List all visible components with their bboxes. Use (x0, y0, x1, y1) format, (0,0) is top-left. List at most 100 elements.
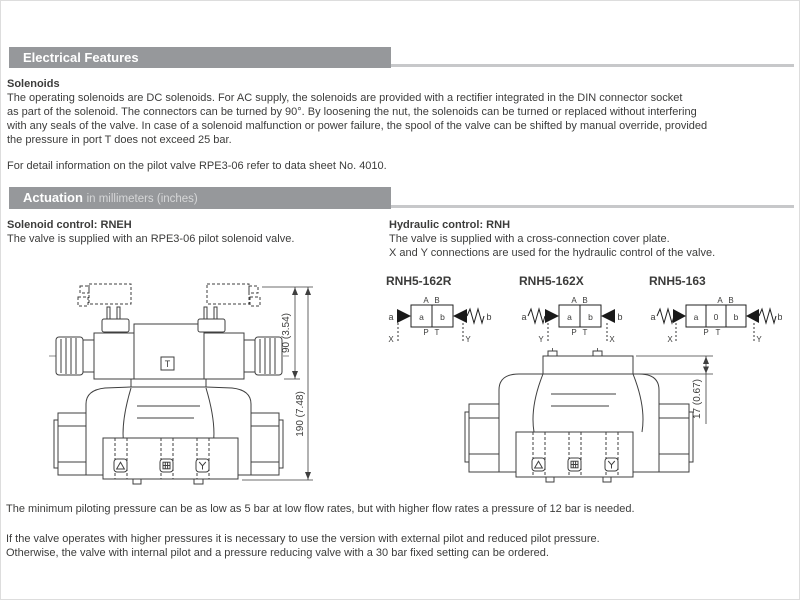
valve-schematic-rnh5-163: a a 0 b A B P T b X Y (650, 296, 782, 344)
port-a-icon (531, 457, 546, 472)
port-label-P: P (571, 328, 576, 337)
solenoid-control-heading: Solenoid control: RNEH (7, 219, 132, 231)
port-label-X: X (667, 335, 673, 344)
end-cap-right (658, 403, 690, 473)
pilot-arrow-left-icon (545, 309, 559, 323)
dimension-cover-height: 17 (0.67) (692, 379, 703, 419)
dimension-lines: 17 (0.67) (636, 355, 713, 424)
rneh-valve-drawing: T 90 (3.54) 190 (7. (49, 283, 313, 485)
schematic-label-rnh5-162x: RNH5-162X (519, 274, 584, 288)
port-label-X: X (388, 335, 394, 344)
main-valve-body (53, 378, 284, 485)
end-cap-left (468, 403, 500, 473)
solenoids-line-3: with any seals of the valve. In case of … (7, 120, 708, 132)
adapter-plate (130, 378, 207, 388)
pilot-a-label: a (521, 312, 526, 322)
tank-port-label: T (165, 359, 171, 369)
spool-letter-b: b (734, 312, 739, 322)
spring-left-icon (656, 307, 675, 325)
pilot-arrow-right-icon (746, 309, 759, 323)
dimension-pilot-height: 90 (3.54) (281, 313, 292, 353)
spool-letter-b: b (588, 312, 593, 322)
pilot-arrow-left-icon (397, 309, 411, 323)
section-title-electrical: Electrical Features (23, 50, 139, 65)
pilot-arrow-right-icon (453, 309, 467, 323)
spool-letter-a: a (567, 312, 572, 322)
internal-pilot-note: Otherwise, the valve with internal pilot… (6, 547, 549, 559)
port-label-B: B (582, 296, 587, 305)
spring-right-icon (466, 307, 485, 325)
pilot-a-label: a (650, 312, 655, 322)
section-header-electrical-rule (391, 64, 794, 67)
port-label-B: B (728, 296, 733, 305)
solenoids-line-4: the pressure in port T does not exceed 2… (7, 134, 232, 146)
end-cap-left (57, 412, 87, 476)
valve-schematic-rnh5-162x: a a b A B P T b Y X (521, 296, 622, 344)
solenoids-line-2: as part of the solenoid. The connectors … (7, 106, 697, 118)
cover-bolt-right (592, 350, 603, 357)
din-connector-right (197, 318, 226, 333)
port-label-A: A (423, 296, 429, 305)
port-label-X: X (609, 335, 615, 344)
cross-connection-cover-plate (542, 355, 634, 375)
section-header-actuation-rule (391, 205, 794, 208)
section-subtitle-actuation: in millimeters (inches) (86, 193, 198, 205)
dimension-total-height: 190 (7.48) (295, 391, 306, 437)
port-label-P: P (423, 328, 428, 337)
port-label-T: T (435, 328, 440, 337)
solenoids-line-1: The operating solenoids are DC solenoids… (7, 92, 683, 104)
solenoid-control-text: The valve is supplied with an RPE3-06 pi… (7, 233, 295, 245)
manual-override-knurl-left (55, 336, 84, 376)
section-title-actuation: Actuation (23, 190, 83, 205)
pilot-valve-body (133, 323, 205, 380)
solenoid-left (93, 332, 135, 380)
pilot-valve-note: For detail information on the pilot valv… (7, 160, 387, 172)
din-connector-left (101, 318, 130, 333)
external-pilot-note: If the valve operates with higher pressu… (6, 533, 600, 545)
rnh-valve-drawing: 17 (0.67) (464, 348, 713, 483)
pilot-b-label: b (777, 312, 782, 322)
port-b-icon (567, 457, 582, 472)
port-y-icon (195, 458, 210, 473)
spool-letter-0: 0 (714, 312, 719, 322)
hydraulic-control-heading: Hydraulic control: RNH (389, 219, 511, 231)
schematic-label-rnh5-163: RNH5-163 (649, 274, 706, 288)
end-cap-right (250, 412, 280, 476)
solenoids-heading: Solenoids (7, 78, 60, 90)
dimension-lines: 90 (3.54) 190 (7.48) (242, 286, 313, 481)
solenoid-right (203, 332, 245, 380)
port-label-Y: Y (756, 335, 762, 344)
section-header-electrical: Electrical Features (9, 47, 391, 68)
port-label-T: T (716, 328, 721, 337)
spring-left-icon (527, 307, 546, 325)
manual-override-knurl-right (254, 336, 283, 376)
spool-letter-a: a (694, 312, 699, 322)
hydraulic-control-text-1: The valve is supplied with a cross-conne… (389, 233, 670, 245)
spring-right-icon (758, 307, 777, 325)
port-label-Y: Y (465, 335, 471, 344)
schematic-label-rnh5-162r: RNH5-162R (386, 274, 452, 288)
port-label-A: A (571, 296, 577, 305)
spool-letter-a: a (419, 312, 424, 322)
cover-bolt-left (547, 350, 558, 357)
port-y-icon (604, 457, 619, 472)
pilot-b-label: b (617, 312, 622, 322)
pilot-arrow-left-icon (673, 309, 686, 323)
tank-port-box (160, 356, 175, 371)
piloting-pressure-note: The minimum piloting pressure can be as … (6, 503, 635, 515)
valve-schematic-rnh5-162r: a a b A B P T b X Y (388, 296, 491, 344)
port-label-T: T (583, 328, 588, 337)
port-a-icon (113, 458, 128, 473)
main-valve-body (464, 373, 694, 483)
hydraulic-control-text-2: X and Y connections are used for the hyd… (389, 247, 716, 259)
port-b-icon (159, 458, 174, 473)
port-label-P: P (703, 328, 708, 337)
port-label-B: B (434, 296, 439, 305)
pilot-b-label: b (486, 312, 491, 322)
pilot-valve-assembly: T (49, 283, 289, 380)
pilot-arrow-right-icon (601, 309, 615, 323)
rotated-connector-left-dashed (77, 283, 132, 307)
rotated-connector-right-dashed (206, 283, 261, 307)
spool-letter-b: b (440, 312, 445, 322)
